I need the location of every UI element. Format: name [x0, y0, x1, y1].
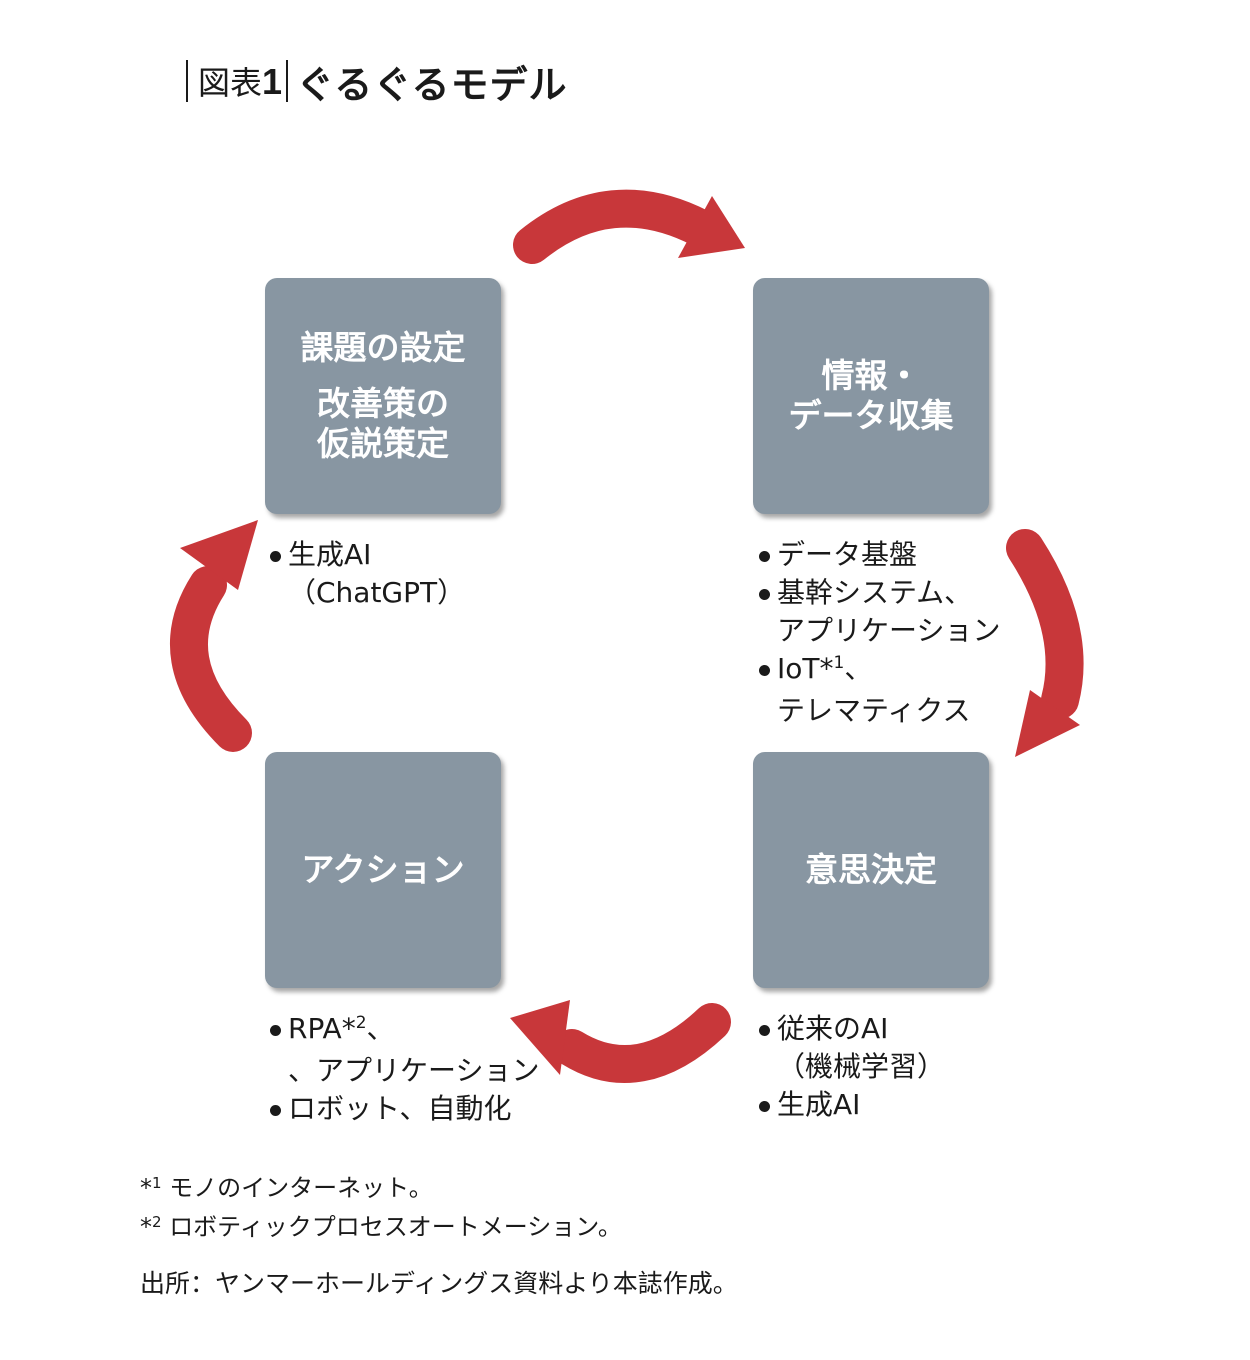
box-issue-setting-line2: 改善策の [317, 384, 449, 423]
box-issue-setting: 課題の設定 改善策の 仮説策定 [265, 278, 501, 514]
list-item: 基幹システム、 アプリケーション [757, 574, 1000, 650]
list-item: 生成AI [757, 1086, 945, 1124]
list-item: 生成AI （ChatGPT） [268, 536, 465, 612]
list-item: RPA*2、 、アプリケーション [268, 1010, 539, 1090]
arrow-left-curve [170, 566, 252, 752]
list-item: データ基盤 [757, 536, 1000, 574]
figure-title: ぐるぐるモデル [296, 62, 568, 107]
arrowhead-left [180, 520, 258, 590]
list-data-collection-tools: データ基盤 基幹システム、 アプリケーション IoT*1、 テレマティクス [757, 536, 1000, 730]
list-item: IoT*1、 テレマティクス [757, 650, 1000, 730]
arrow-top-curve [513, 189, 719, 264]
box-decision-making: 意思決定 [753, 752, 989, 988]
footnote-1: *1 モノのインターネット。 [140, 1174, 433, 1202]
list-decision-tools: 従来のAI （機械学習） 生成AI [757, 1010, 945, 1124]
title-divider [186, 60, 188, 102]
list-action-tools: RPA*2、 、アプリケーション ロボット、自動化 [268, 1010, 539, 1128]
footnote-ref: 2 [355, 1013, 367, 1033]
box-data-collection: 情報・ データ収集 [753, 278, 989, 514]
arrow-right-curve [1006, 529, 1084, 719]
arrow-bottom-curve [553, 1003, 731, 1084]
footnotes: *1 モノのインターネット。 *2 ロボティックプロセスオートメーション。 [140, 1170, 622, 1248]
footnote-2: *2 ロボティックプロセスオートメーション。 [140, 1213, 622, 1241]
list-item: 従来のAI （機械学習） [757, 1010, 945, 1086]
arrowhead-right [1015, 690, 1080, 757]
box-action: アクション [265, 752, 501, 988]
arrowhead-top [678, 196, 745, 258]
figure-title-bar: 図表1 ぐるぐるモデル [186, 58, 568, 107]
box-data-collection-line1: 情報・ [821, 356, 921, 395]
source-note: 出所：ヤンマーホールディングス資料より本誌作成。 [140, 1269, 738, 1298]
box-issue-setting-line3: 仮説策定 [317, 424, 449, 463]
title-divider [286, 60, 289, 102]
box-issue-setting-line1: 課題の設定 [300, 328, 466, 367]
box-action-line1: アクション [301, 850, 465, 889]
box-decision-making-line1: 意思決定 [805, 850, 937, 889]
footnote-ref: 1 [833, 653, 845, 673]
list-item: ロボット、自動化 [268, 1090, 539, 1128]
arrowhead-bottom [510, 1000, 570, 1075]
list-issue-setting-tools: 生成AI （ChatGPT） [268, 536, 465, 612]
box-data-collection-line2: データ収集 [788, 396, 954, 435]
figure-label: 図表1 [198, 61, 283, 102]
